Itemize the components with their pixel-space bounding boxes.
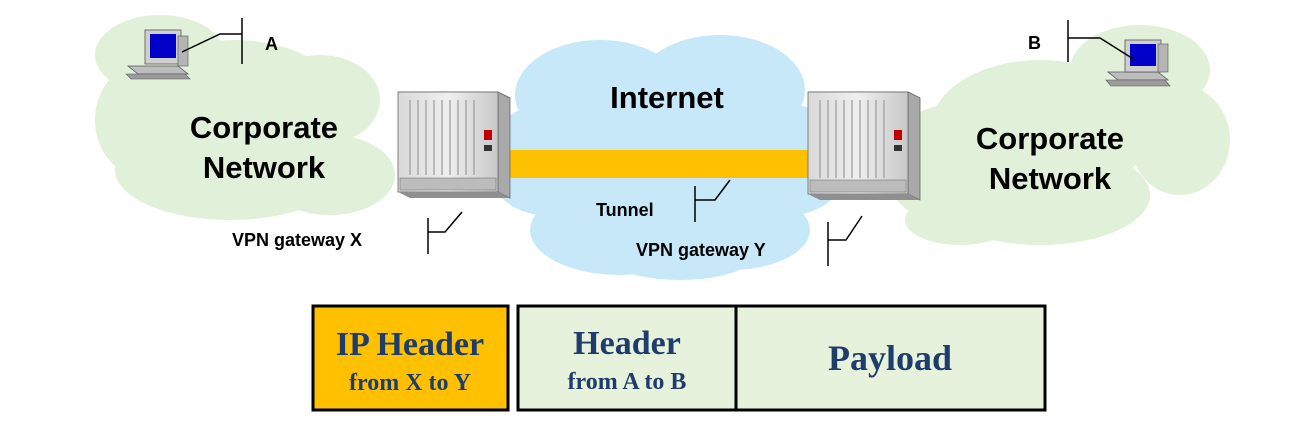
host-b-label: B <box>1028 33 1041 53</box>
internet-label: Internet <box>610 80 724 115</box>
inner-header-title: Header <box>573 325 681 362</box>
leader-line-tunnel <box>695 179 731 201</box>
vpn-gateway-y-label: VPN gateway Y <box>636 240 766 260</box>
tunnel-label: Tunnel <box>596 200 654 220</box>
leader-line-gateway-x <box>428 211 463 233</box>
packet-structure: IP Header from X to Y Header from A to B… <box>311 304 1047 412</box>
leader-line-a <box>181 33 242 53</box>
ip-header-title: IP Header <box>336 326 484 363</box>
corporate-network-left-line2: Network <box>203 150 326 185</box>
corporate-network-left-line1: Corporate <box>190 110 338 145</box>
tunnel-bar <box>500 150 820 178</box>
vpn-gateway-x-label: VPN gateway X <box>232 230 362 250</box>
corporate-network-right-line2: Network <box>989 161 1112 196</box>
payload-box <box>734 304 1047 412</box>
vpn-gateway-y-icon <box>807 91 921 201</box>
ip-header-box <box>311 304 510 412</box>
host-a-label: A <box>265 34 278 54</box>
inner-header-subtitle: from A to B <box>568 369 687 395</box>
corporate-network-right-line1: Corporate <box>976 121 1124 156</box>
leader-line-gateway-y <box>828 215 863 241</box>
inner-header-box <box>516 304 738 412</box>
computer-icon-b <box>1105 39 1171 87</box>
leader-line-b <box>1068 37 1136 61</box>
vpn-gateway-x-icon <box>397 91 511 199</box>
ip-header-subtitle: from X to Y <box>349 370 471 396</box>
payload-label: Payload <box>828 338 952 378</box>
